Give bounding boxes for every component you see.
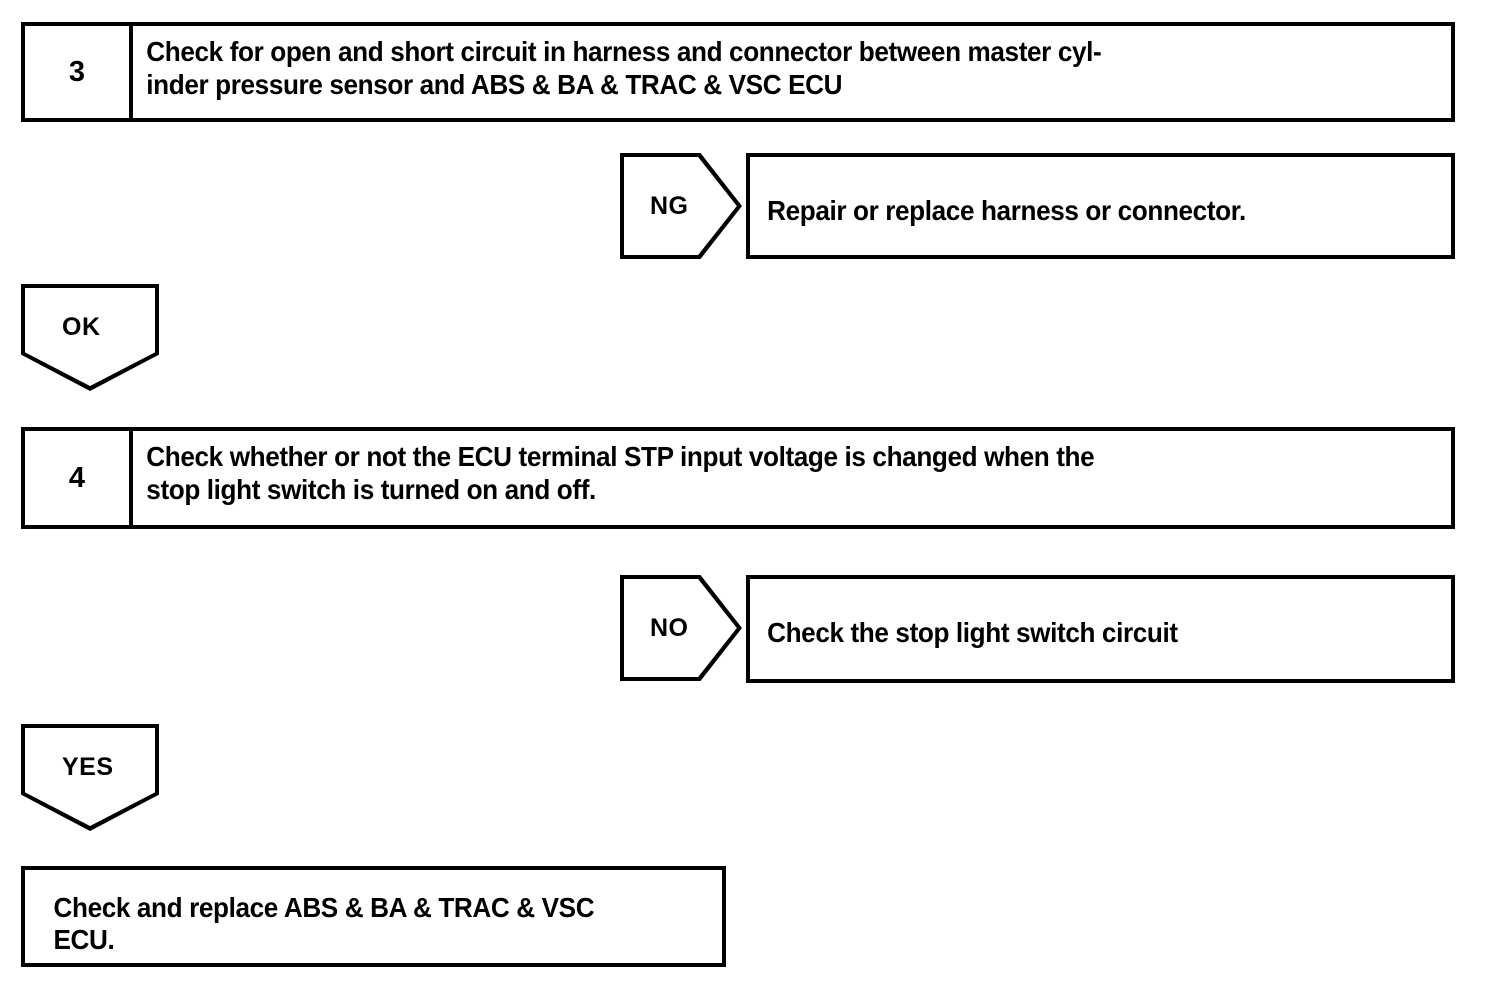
branch-arrow-no-inner: NO (624, 579, 737, 677)
step-box-4: 4 Check whether or not the ECU terminal … (21, 427, 1455, 529)
step-number-4: 4 (25, 431, 133, 525)
branch-arrow-no: NO (620, 575, 742, 681)
pass-arrow-yes: YES (21, 724, 159, 831)
branch-arrow-ng: NG (620, 153, 742, 259)
step-text-3: Check for open and short circuit in harn… (146, 36, 1102, 100)
pass-arrow-ok-label: OK (62, 313, 101, 341)
branch-arrow-ng-label: NG (650, 191, 689, 220)
pass-arrow-ok: OK (21, 284, 159, 391)
branch-text-no: Check the stop light switch circuit (767, 617, 1178, 648)
step-number-3: 3 (25, 26, 133, 118)
pass-arrow-yes-label: YES (62, 753, 114, 781)
step-box-3: 3 Check for open and short circuit in ha… (21, 22, 1455, 122)
step-text-4: Check whether or not the ECU terminal ST… (146, 441, 1095, 505)
branch-arrow-ng-inner: NG (624, 157, 737, 255)
branch-text-ng: Repair or replace harness or connector. (767, 195, 1246, 226)
branch-arrow-no-label: NO (650, 613, 689, 642)
pass-arrow-yes-inner: YES (25, 728, 155, 827)
branch-box-ng: Repair or replace harness or connector. (746, 153, 1455, 259)
final-action-box: Check and replace ABS & BA & TRAC & VSC … (21, 866, 726, 967)
branch-box-no: Check the stop light switch circuit (746, 575, 1455, 683)
final-action-text: Check and replace ABS & BA & TRAC & VSC … (53, 892, 595, 956)
pass-arrow-ok-inner: OK (25, 288, 155, 387)
